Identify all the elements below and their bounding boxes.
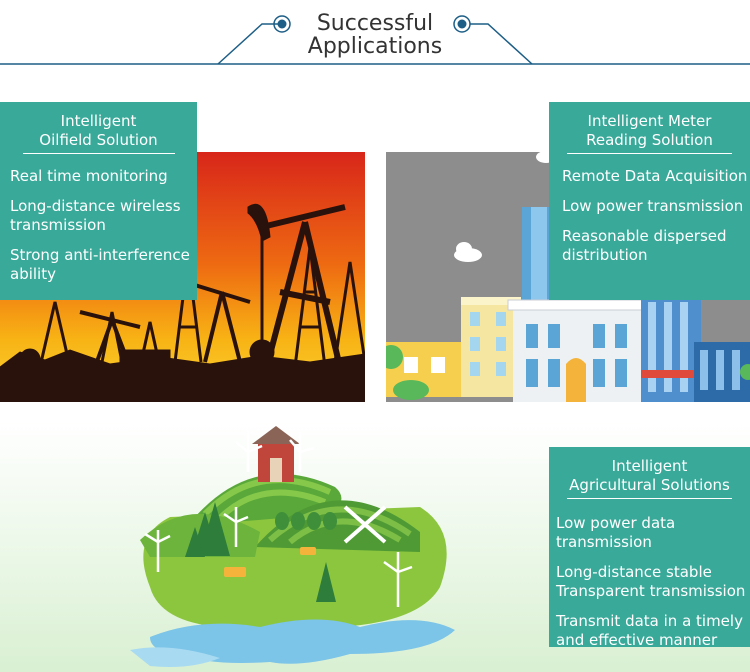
meter-title-line2: Reading Solution: [586, 131, 713, 149]
oilfield-panel-title: Intelligent Oilfield Solution: [0, 102, 197, 150]
meter-title-line1: Intelligent Meter: [587, 112, 712, 130]
right-bullet-icon: [453, 15, 471, 33]
oilfield-item-realtime: Real time monitoring: [10, 167, 168, 185]
header-decoration: [0, 15, 750, 65]
meter-item-acquisition: Remote Data Acquisition: [562, 167, 748, 185]
meter-item-low-power: Low power transmission: [562, 197, 744, 215]
agri-divider: [567, 498, 732, 499]
agri-item-low-power: Low power data transmission: [556, 514, 676, 551]
page-title-line2: Applications: [307, 34, 443, 59]
oilfield-item-interference: Strong anti-interference ability: [10, 246, 190, 283]
page-header: Successful Applications: [0, 0, 750, 70]
left-bullet-icon: [273, 15, 291, 33]
oilfield-divider: [22, 153, 175, 154]
meter-reading-solution-panel: Intelligent Meter Reading Solution Remot…: [549, 102, 750, 300]
windmill-icon: [343, 505, 387, 544]
agri-item-long-distance: Long-distance stable Transparent transmi…: [556, 563, 746, 600]
meter-panel-title: Intelligent Meter Reading Solution: [549, 102, 750, 150]
agri-title-line2: Agricultural Solutions: [569, 476, 730, 494]
oilfield-solution-panel: Intelligent Oilfield Solution Real time …: [0, 102, 197, 300]
oilfield-title-line2: Oilfield Solution: [39, 131, 158, 149]
page-title: Successful Applications: [280, 12, 470, 58]
meter-divider: [567, 153, 732, 154]
tree-icon: [386, 345, 750, 400]
agri-item-timely: Transmit data in a timely and effective …: [556, 612, 743, 647]
agri-panel-title: Intelligent Agricultural Solutions: [549, 447, 750, 495]
agri-title-line1: Intelligent: [611, 457, 688, 475]
oilfield-item-wireless: Long-distance wireless transmission: [10, 197, 181, 234]
oilfield-title-line1: Intelligent: [60, 112, 137, 130]
agricultural-solutions-panel: Intelligent Agricultural Solutions Low p…: [549, 447, 750, 647]
page-title-line1: Successful: [316, 11, 434, 36]
meter-item-distribution: Reasonable dispersed distribution: [562, 227, 727, 264]
